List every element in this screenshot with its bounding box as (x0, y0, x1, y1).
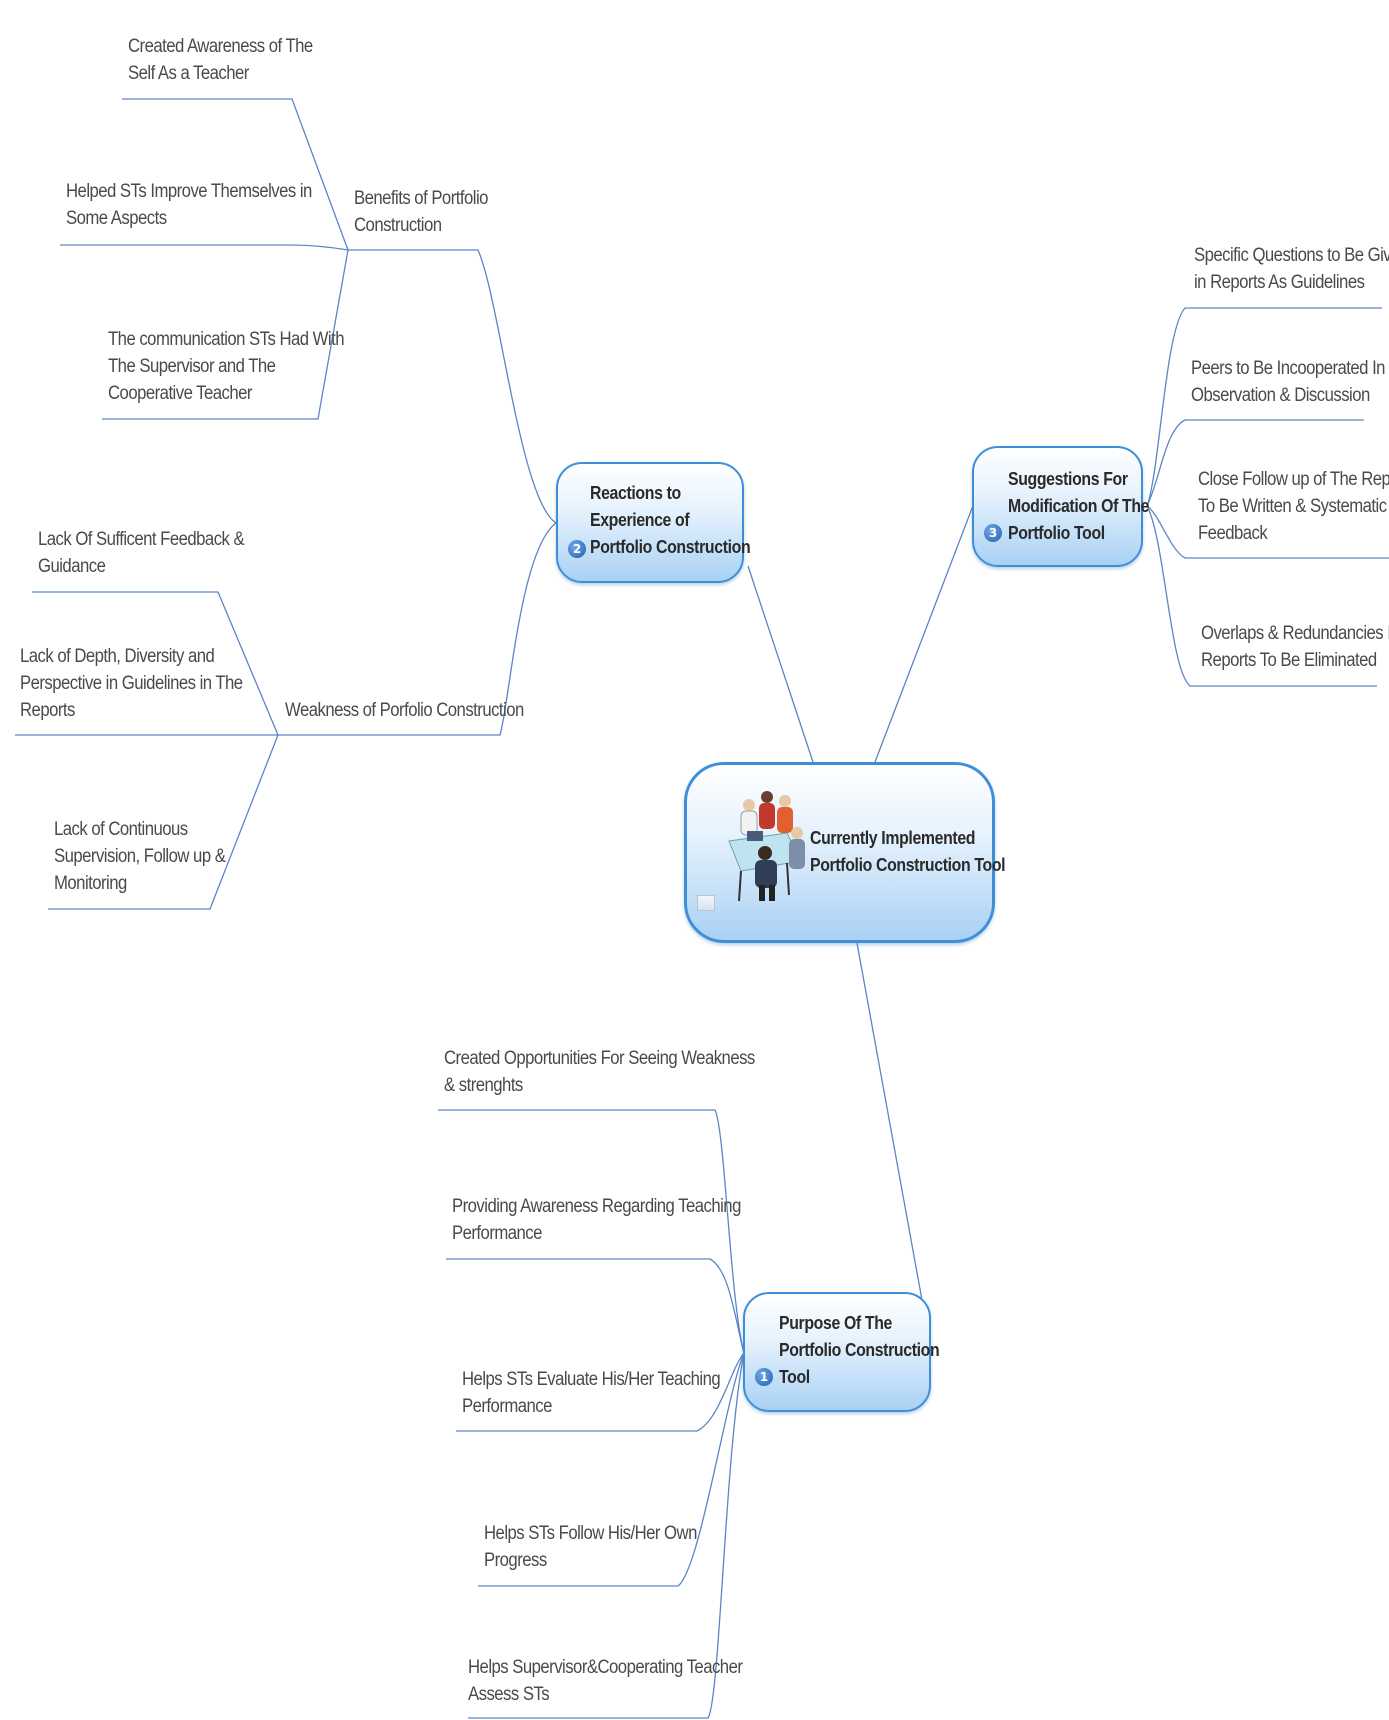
leaf-line: Assess STs (468, 1684, 550, 1705)
connector-benefits-communication (102, 249, 349, 420)
topic-purpose-line2: Portfolio Construction (779, 1340, 940, 1360)
connector-purpose-evaluate (456, 1352, 745, 1432)
leaf-line: To Be Written & Systematic (1198, 496, 1387, 517)
leaf-line: Supervision, Follow up & (54, 846, 226, 867)
leaf-line: Performance (462, 1396, 552, 1417)
leaf-weak-supervision[interactable]: Lack of Continuous Supervision, Follow u… (54, 816, 226, 897)
connector-benefits-improve (60, 244, 349, 251)
topic-purpose-line1: Purpose Of The (779, 1313, 893, 1333)
leaf-purp-opportunities[interactable]: Created Opportunities For Seeing Weaknes… (444, 1045, 755, 1099)
connector-central-purpose (856, 942, 923, 1301)
central-topic-line2: Portfolio Construction Tool (810, 855, 1006, 875)
connector-weakness-supervision (48, 734, 279, 910)
topic-reactions-line3: Portfolio Construction (590, 537, 751, 557)
leaf-purp-evaluate[interactable]: Helps STs Evaluate His/Her Teaching Perf… (462, 1366, 721, 1420)
connector-purpose-opportunities (438, 1109, 745, 1354)
leaf-line: Lack Of Sufficent Feedback & (38, 529, 245, 550)
topic-purpose-line3: Tool (779, 1367, 810, 1387)
subtopic-weakness[interactable]: Weakness of Porfolio Construction (285, 697, 524, 724)
topic-suggestions-line3: Portfolio Tool (1008, 523, 1105, 543)
leaf-line: Perspective in Guidelines in The (20, 673, 243, 694)
leaf-line: Cooperative Teacher (108, 383, 252, 404)
leaf-line: Reports (20, 700, 75, 721)
connector-purpose-awareness (446, 1258, 745, 1354)
subtopic-benefits-line2: Construction (354, 215, 442, 236)
topic-reactions-line2: Experience of (590, 510, 690, 530)
connector-central-reactions (747, 565, 814, 763)
subtopic-benefits-line1: Benefits of Portfolio (354, 188, 488, 209)
leaf-benefit-communication[interactable]: The communication STs Had With The Super… (108, 326, 345, 407)
topic-number-badge: 1 (755, 1368, 773, 1386)
leaf-line: in Reports As Guidelines (1194, 272, 1365, 293)
leaf-line: Close Follow up of The Reports (1198, 469, 1389, 490)
leaf-benefit-awareness[interactable]: Created Awareness of The Self As a Teach… (128, 33, 313, 87)
connector-suggestions-overlaps (1146, 505, 1377, 687)
leaf-line: Created Awareness of The (128, 36, 313, 57)
connector-purpose-progress (478, 1352, 745, 1587)
leaf-benefit-improve[interactable]: Helped STs Improve Themselves in Some As… (66, 178, 312, 232)
leaf-line: & strenghts (444, 1075, 523, 1096)
leaf-line: Performance (452, 1223, 542, 1244)
leaf-line: Feedback (1198, 523, 1268, 544)
leaf-line: Lack of Continuous (54, 819, 188, 840)
leaf-line: Some Aspects (66, 208, 167, 229)
connector-suggestions-followup (1146, 505, 1389, 559)
topic-node-purpose[interactable]: 1 Purpose Of The Portfolio Construction … (743, 1292, 940, 1412)
central-topic-node[interactable]: Currently Implemented Portfolio Construc… (684, 762, 1006, 943)
leaf-purp-assess[interactable]: Helps Supervisor&Cooperating Teacher Ass… (468, 1654, 743, 1708)
leaf-line: Self As a Teacher (128, 63, 249, 84)
leaf-line: The Supervisor and The (108, 356, 276, 377)
leaf-line: Helped STs Improve Themselves in (66, 181, 312, 202)
leaf-line: The communication STs Had With (108, 329, 345, 350)
connector-benefits-awareness (122, 98, 349, 251)
leaf-sugg-peers[interactable]: Peers to Be Incooperated In Observation … (1191, 355, 1385, 409)
leaf-purp-awareness[interactable]: Providing Awareness Regarding Teaching P… (452, 1193, 741, 1247)
image-placeholder-icon (697, 895, 715, 911)
leaf-line: Providing Awareness Regarding Teaching (452, 1196, 741, 1217)
leaf-sugg-followup[interactable]: Close Follow up of The Reports To Be Wri… (1198, 466, 1389, 547)
topic-number-badge: 2 (568, 540, 586, 558)
leaf-line: Guidance (38, 556, 106, 577)
connector-purpose-assess (468, 1352, 745, 1719)
topic-suggestions-line2: Modification Of The (1008, 496, 1150, 516)
leaf-line: Helps STs Evaluate His/Her Teaching (462, 1369, 721, 1390)
leaf-line: Overlaps & Redundancies In (1201, 623, 1389, 644)
leaf-weak-feedback[interactable]: Lack Of Sufficent Feedback & Guidance (38, 526, 245, 580)
leaf-line: Created Opportunities For Seeing Weaknes… (444, 1048, 755, 1069)
leaf-sugg-overlaps[interactable]: Overlaps & Redundancies In Reports To Be… (1201, 620, 1389, 674)
leaf-line: Lack of Depth, Diversity and (20, 646, 215, 667)
leaf-purp-progress[interactable]: Helps STs Follow His/Her Own Progress (484, 1520, 697, 1574)
topic-reactions-line1: Reactions to (590, 483, 681, 503)
central-topic-line1: Currently Implemented (810, 828, 976, 848)
topic-number-badge: 3 (984, 524, 1002, 542)
connector-suggestions-peers (1146, 419, 1364, 507)
subtopic-weakness-line1: Weakness of Porfolio Construction (285, 700, 524, 721)
connector-suggestions-questions (1146, 307, 1382, 507)
leaf-line: Progress (484, 1550, 547, 1571)
meeting-people-icon (728, 791, 805, 902)
connector-reactions-benefits (348, 249, 557, 524)
leaf-line: Helps STs Follow His/Her Own (484, 1523, 697, 1544)
leaf-line: Monitoring (54, 873, 127, 894)
subtopic-benefits[interactable]: Benefits of Portfolio Construction (354, 185, 488, 239)
connector-reactions-weakness (278, 522, 557, 736)
topic-suggestions-line1: Suggestions For (1008, 469, 1128, 489)
connector-central-suggestions (874, 502, 975, 763)
leaf-line: Reports To Be Eliminated (1201, 650, 1377, 671)
leaf-line: Specific Questions to Be Given (1194, 245, 1389, 266)
leaf-line: Helps Supervisor&Cooperating Teacher (468, 1657, 743, 1678)
topic-node-suggestions[interactable]: 3 Suggestions For Modification Of The Po… (972, 446, 1149, 567)
leaf-line: Observation & Discussion (1191, 385, 1370, 406)
leaf-line: Peers to Be Incooperated In (1191, 358, 1385, 379)
topic-node-reactions[interactable]: 2 Reactions to Experience of Portfolio C… (556, 462, 751, 583)
connector-weakness-feedback (32, 591, 279, 736)
leaf-weak-depth[interactable]: Lack of Depth, Diversity and Perspective… (20, 643, 243, 724)
leaf-sugg-questions[interactable]: Specific Questions to Be Given in Report… (1194, 242, 1389, 296)
